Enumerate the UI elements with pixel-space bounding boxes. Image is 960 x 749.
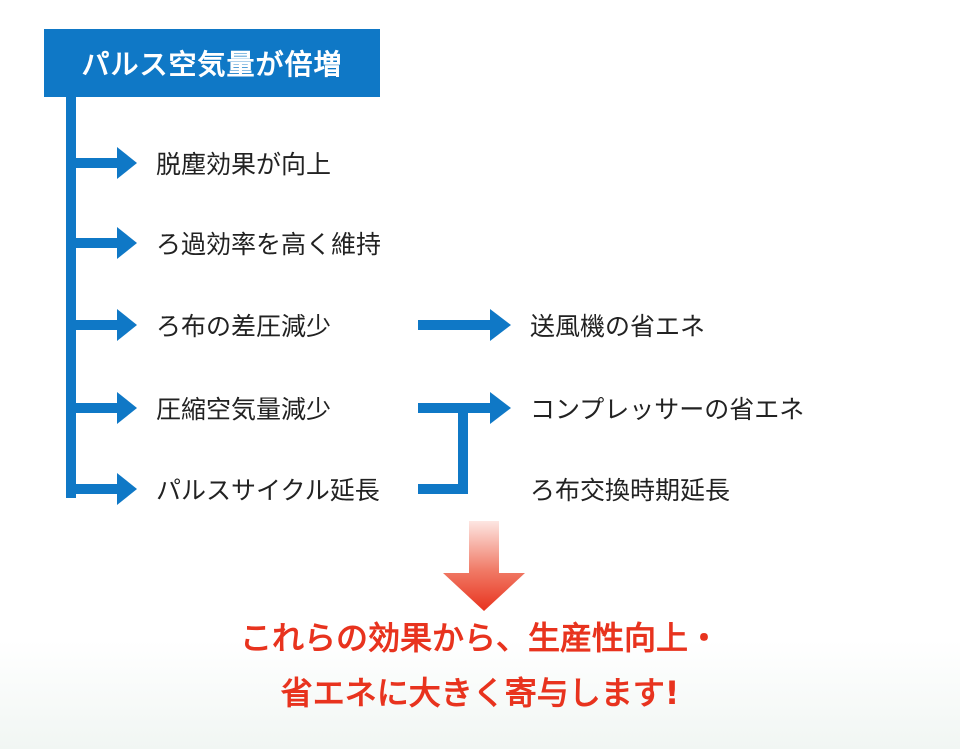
effect-dust-removal: 脱塵効果が向上 (156, 150, 332, 179)
branch-arrow-5 (66, 473, 137, 505)
result-blower-savings: 送風機の省エネ (530, 312, 706, 341)
effect-filtration-efficiency: ろ過効率を高く維持 (156, 230, 382, 259)
result-filter-replacement: ろ布交換時期延長 (530, 476, 731, 505)
result-compressor-savings: コンプレッサーの省エネ (530, 395, 805, 424)
effect-pulse-cycle: パルスサイクル延長 (156, 476, 380, 505)
conclusion-line-1: これらの効果から、生産性向上・ (239, 619, 720, 657)
effect-compressed-air: 圧縮空気量減少 (156, 395, 332, 424)
result-arrow-blower (418, 309, 511, 341)
branch-arrow-2 (66, 227, 137, 259)
branch-arrow-3 (66, 309, 137, 341)
down-arrow-icon (443, 521, 525, 611)
result-bracket-compressor (418, 392, 511, 494)
trunk-line (66, 96, 76, 498)
effect-pressure-drop: ろ布の差圧減少 (156, 312, 332, 341)
header-title-box: パルス空気量が倍増 (44, 29, 380, 97)
branch-arrow-4 (66, 392, 137, 424)
conclusion-line-2: 省エネに大きく寄与します! (280, 674, 680, 712)
bottom-background-band (0, 640, 960, 749)
branch-arrow-1 (66, 147, 137, 179)
header-title: パルス空気量が倍増 (81, 48, 343, 81)
